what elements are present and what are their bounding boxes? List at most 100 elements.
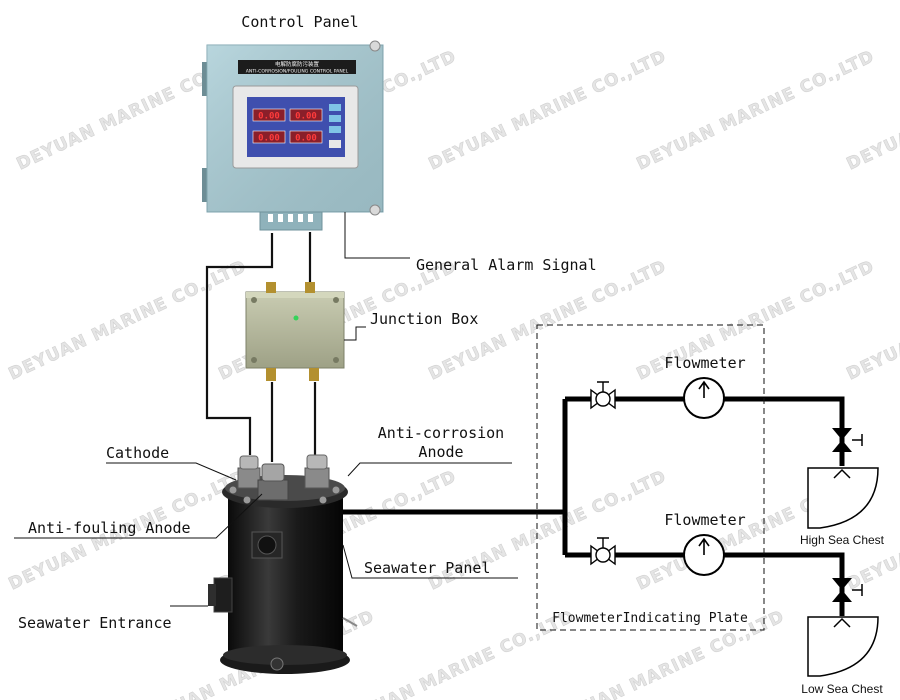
screw — [251, 297, 257, 303]
label-cathode: Cathode — [106, 444, 169, 462]
screw — [369, 204, 381, 216]
upper-valve — [590, 381, 616, 410]
anti-corrosion-electrode — [304, 454, 330, 489]
anti-fouling-electrode — [257, 463, 289, 501]
valve-disc — [595, 547, 611, 563]
label-flowmeter-top: Flowmeter — [664, 354, 745, 372]
tank-body — [228, 492, 343, 660]
reading-value: 0.00 — [258, 134, 280, 144]
brass-gland — [305, 282, 315, 293]
check-valve-bottom — [832, 590, 852, 602]
lower-valve — [590, 537, 616, 566]
cable-gland — [288, 214, 293, 222]
anti-corrosion-cap — [306, 454, 328, 470]
label-control-panel: Control Panel — [241, 13, 358, 31]
label-anti-fouling: Anti-fouling Anode — [28, 519, 191, 537]
cable-gland — [308, 214, 313, 222]
screw — [333, 297, 339, 303]
leader-seawater-panel — [342, 544, 518, 579]
bolt — [229, 486, 237, 494]
hinge — [202, 168, 208, 202]
reading-value: 0.00 — [295, 134, 317, 144]
anti-corrosion-body — [304, 467, 330, 489]
valve-handwheel — [597, 537, 609, 548]
upper-flowmeter — [683, 377, 725, 419]
label-low-sea-chest: Low Sea Chest — [801, 682, 883, 696]
leader-junction-box — [344, 326, 366, 341]
check-valve-top — [832, 428, 852, 440]
sea-chest-inlet — [833, 468, 851, 479]
touch-screen[interactable] — [247, 97, 345, 157]
lower-flowmeter — [683, 534, 725, 576]
label-indicating-plate: FlowmeterIndicating Plate — [552, 611, 748, 626]
junction-box-body — [245, 291, 345, 369]
high-check-valve — [832, 428, 863, 452]
cable-gland — [268, 214, 273, 222]
reading-value: 0.00 — [295, 112, 317, 122]
check-valve-bottom — [832, 440, 852, 452]
junction-box — [245, 282, 345, 381]
cable-gland — [298, 214, 303, 222]
seawater-tank — [208, 454, 358, 674]
bolt — [319, 496, 327, 504]
panel-nameplate — [238, 60, 356, 74]
cathode-cap — [239, 455, 259, 470]
check-valve-stem — [852, 434, 863, 446]
control-panel: 电解防腐防污装置 ANTI-CORROSION/FOULING CONTROL … — [202, 40, 384, 231]
low-check-valve — [832, 578, 863, 602]
panel-header-en: ANTI-CORROSION/FOULING CONTROL PANEL — [246, 69, 349, 75]
label-high-sea-chest: High Sea Chest — [800, 533, 885, 547]
leader-lines — [14, 212, 518, 607]
indicator-light — [293, 315, 299, 321]
cables — [205, 232, 317, 462]
reading-box — [289, 130, 323, 144]
panel-header-cn: 电解防腐防污装置 — [275, 60, 320, 68]
inlet-port — [257, 535, 277, 555]
label-anti-corrosion-2: Anode — [418, 443, 463, 461]
cable-gland — [278, 214, 283, 222]
cathode-electrode — [237, 455, 261, 489]
high-sea-chest — [807, 467, 879, 529]
low-sea-chest — [807, 616, 879, 677]
reading-box — [289, 108, 323, 122]
seawater-entrance-port — [213, 577, 233, 613]
brass-gland — [266, 282, 276, 293]
reading-box — [252, 108, 286, 122]
screw — [251, 357, 257, 363]
sea-chest-shape — [807, 616, 879, 677]
flowmeter-needle — [698, 537, 710, 555]
label-anti-corrosion-1: Anti-corrosion — [378, 424, 504, 442]
sample-cock — [342, 617, 358, 627]
label-general-alarm: General Alarm Signal — [416, 256, 597, 274]
check-valve-top — [832, 578, 852, 590]
sea-chest-shape — [807, 467, 879, 529]
junction-box-lid — [246, 292, 344, 298]
cable-cathode — [205, 233, 274, 455]
screen-button[interactable] — [329, 126, 341, 133]
seawater-entrance-flange — [208, 584, 216, 606]
screen-button[interactable] — [329, 104, 341, 111]
screw — [369, 40, 381, 52]
label-seawater-entrance: Seawater Entrance — [18, 614, 172, 632]
valve-disc — [595, 391, 611, 407]
tank-base-top — [223, 645, 347, 665]
label-flowmeter-bottom: Flowmeter — [664, 511, 745, 529]
leader-general-alarm — [344, 212, 410, 259]
hinge — [202, 62, 208, 96]
flowmeter-needle — [698, 380, 710, 398]
reading-value: 0.00 — [258, 112, 280, 122]
labels: Control Panel General Alarm Signal Junct… — [18, 13, 885, 696]
drain-valve — [270, 657, 284, 671]
indicating-plate-frame — [536, 324, 765, 631]
brass-gland — [309, 368, 319, 381]
leader-anti-corrosion — [347, 462, 512, 477]
screen-button[interactable] — [329, 115, 341, 122]
watermark: DEYUAN MARINE CO.,LTD — [634, 46, 878, 174]
reading-box — [252, 130, 286, 144]
screw — [333, 357, 339, 363]
label-junction-box: Junction Box — [370, 310, 478, 328]
leader-anti-fouling — [14, 493, 263, 539]
screen-button[interactable] — [329, 140, 341, 148]
